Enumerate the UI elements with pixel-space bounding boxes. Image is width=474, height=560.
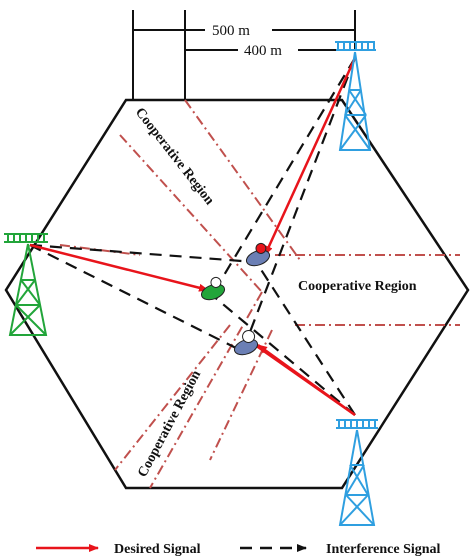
tower-left-icon <box>4 233 48 336</box>
desired-signal-bottom <box>257 343 356 417</box>
tower-bottom-right-icon <box>336 419 378 526</box>
user-blue-icon <box>233 329 259 356</box>
legend-interference-label: Interference Signal <box>326 542 441 557</box>
desired-signals <box>29 57 357 417</box>
user-green-icon <box>200 276 226 301</box>
dim-label-500: 500 m <box>212 23 250 39</box>
dim-label-400: 400 m <box>244 43 282 59</box>
legend: Desired Signal Interference Signal <box>36 542 441 557</box>
region-boundaries <box>59 99 460 489</box>
region-label-bottom-left: Cooperative Region <box>135 368 204 480</box>
hexagon-cell <box>4 98 470 490</box>
legend-desired-label: Desired Signal <box>114 542 201 557</box>
dimension-markers <box>132 10 356 100</box>
region-label-top-left: Cooperative Region <box>132 105 217 208</box>
user-red-icon <box>245 242 271 267</box>
interference-signals <box>29 57 357 416</box>
tower-top-right-icon <box>335 41 376 151</box>
region-label-right: Cooperative Region <box>298 279 417 294</box>
